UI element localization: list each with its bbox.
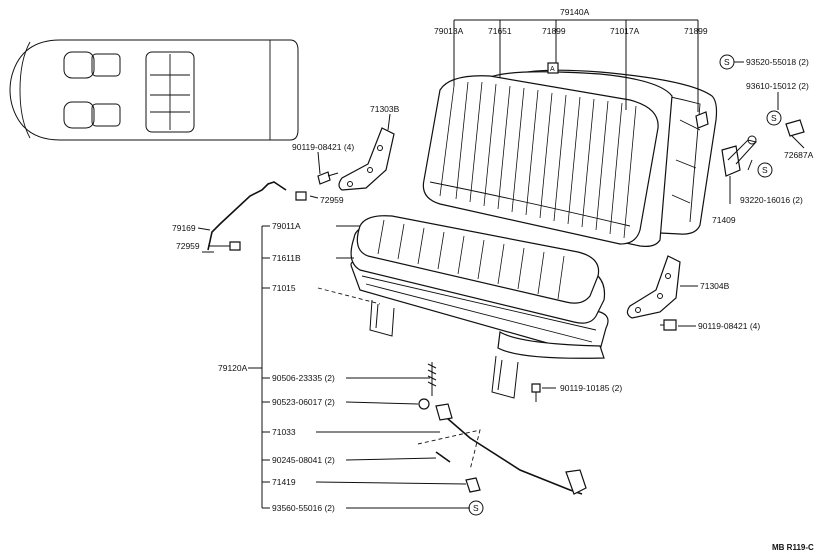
label-72959-b: 72959 (176, 241, 200, 251)
leader-lines (197, 19, 805, 509)
s-mark-text: S (473, 503, 479, 513)
label-71899-b: 71899 (684, 26, 708, 36)
label-79011a: 79011A (272, 221, 301, 231)
s-mark-icon (719, 54, 735, 70)
label-90119-08421-a: 90119-08421 (4) (292, 142, 354, 152)
label-90245: 90245-08041 (2) (272, 455, 335, 465)
s-mark-text: S (762, 165, 768, 175)
label-93520: 93520-55018 (2) (746, 57, 809, 67)
label-93560: 93560-55016 (2) (272, 503, 335, 513)
s-mark-icon (766, 110, 782, 126)
part-labels: 79140A 79013A 71651 71899 71017A 71899 9… (172, 7, 814, 552)
vehicle-location-inset (9, 39, 299, 141)
label-71409: 71409 (712, 215, 736, 225)
s-mark-text: S (771, 113, 777, 123)
label-71017a: 71017A (610, 26, 640, 36)
seat-back-assembly (422, 62, 805, 247)
label-79120a: 79120A (218, 363, 248, 373)
s-mark-icon (757, 162, 773, 178)
label-93220: 93220-16016 (2) (740, 195, 803, 205)
label-72687a: 72687A (784, 150, 814, 160)
bracket-71303b (338, 127, 395, 191)
label-71033: 71033 (272, 427, 296, 437)
label-90119-10185: 90119-10185 (2) (560, 383, 622, 393)
label-71303b: 71303B (370, 104, 400, 114)
label-71899-a: 71899 (542, 26, 566, 36)
label-71419: 71419 (272, 477, 296, 487)
label-90523: 90523-06017 (2) (272, 397, 335, 407)
diagram-code: MB R119-C (772, 543, 814, 552)
rod-79169 (202, 181, 287, 253)
label-71304b: 71304B (700, 281, 730, 291)
label-71015: 71015 (272, 283, 296, 293)
s-mark-text: S (724, 57, 730, 67)
label-72959-a: 72959 (320, 195, 344, 205)
label-93610: 93610-15012 (2) (746, 81, 809, 91)
label-71611b: 71611B (272, 253, 301, 263)
label-79169: 79169 (172, 223, 196, 233)
s-mark-icon (468, 500, 484, 516)
label-90119-08421-b: 90119-08421 (4) (698, 321, 760, 331)
label-79013a: 79013A (434, 26, 464, 36)
hardware-parts (229, 171, 677, 495)
a-mark-text: A (550, 66, 555, 73)
label-90506: 90506-23335 (2) (272, 373, 335, 383)
seat-cushion-assembly (350, 215, 681, 399)
label-79140a: 79140A (560, 7, 590, 17)
label-71651: 71651 (488, 26, 512, 36)
symbol-marks: S S S S A (468, 54, 782, 516)
